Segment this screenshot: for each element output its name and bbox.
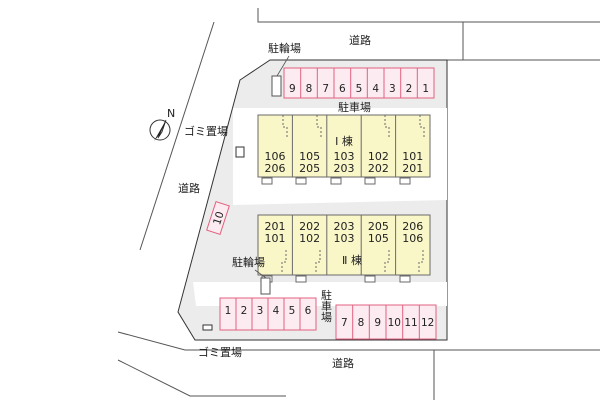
parking-space: 3 <box>257 305 264 317</box>
unit-number: 102 <box>368 150 389 163</box>
parking-space: 8 <box>358 317 365 329</box>
building-2: 201 101 202 102 203 103 205 105 206 106 … <box>257 214 431 283</box>
unit-number: 206 <box>402 220 423 233</box>
garbage-label-west: ゴミ置場 <box>184 124 228 138</box>
unit-number: 101 <box>265 232 286 245</box>
bike-parking-label-south: 駐輪場 <box>232 255 265 269</box>
parking-space: 10 <box>211 210 227 226</box>
bike-parking-label-north: 駐輪場 <box>268 41 301 55</box>
parking-space: 6 <box>339 83 346 95</box>
parking-space: 5 <box>356 83 363 95</box>
unit-number: 205 <box>368 220 389 233</box>
parking-space: 4 <box>372 83 379 95</box>
garbage-label-south: ゴミ置場 <box>198 345 242 359</box>
parking-space: 3 <box>389 83 396 95</box>
unit-number: 206 <box>265 162 286 175</box>
north-arrow-icon: N <box>149 107 175 141</box>
garbage-bin-south <box>202 324 213 331</box>
parking-space: 7 <box>322 83 329 95</box>
parking-space: 10 <box>388 317 401 329</box>
parking-row-south-right: 7 8 9 10 11 12 <box>335 304 437 340</box>
parking-space: 1 <box>422 83 429 95</box>
road-label-south: 道路 <box>332 356 354 370</box>
unit-number: 202 <box>368 162 389 175</box>
parking-space: 9 <box>289 83 296 95</box>
unit-number: 106 <box>265 150 286 163</box>
road-label-west: 道路 <box>178 181 200 195</box>
road-south <box>117 331 600 400</box>
parking-space-west: 10 <box>206 200 230 236</box>
parking-space: 5 <box>289 305 296 317</box>
building-2-name: Ⅱ 棟 <box>342 253 362 267</box>
leader-line <box>254 269 267 279</box>
bike-rack-south <box>260 277 271 295</box>
unit-number: 203 <box>334 162 355 175</box>
unit-number: 201 <box>402 162 423 175</box>
garbage-bin-west <box>235 146 245 158</box>
road-label-north: 道路 <box>349 33 371 47</box>
parking-row-north: 9 8 7 6 5 4 3 2 1 <box>283 67 435 99</box>
parking-space: 6 <box>305 305 312 317</box>
leader-line <box>276 55 290 77</box>
parking-space: 4 <box>273 305 280 317</box>
unit-number: 202 <box>299 220 320 233</box>
parking-space: 7 <box>341 317 348 329</box>
compass-n-label: N <box>167 107 175 120</box>
building-1: Ⅰ 棟 106 206 105 205 103 203 102 202 101 … <box>257 114 431 185</box>
unit-number: 105 <box>368 232 389 245</box>
parking-row-south-left: 1 2 3 4 5 6 <box>219 297 317 331</box>
unit-number: 102 <box>299 232 320 245</box>
unit-number: 203 <box>334 220 355 233</box>
unit-number: 205 <box>299 162 320 175</box>
parking-label-south: 駐車場 <box>320 288 333 323</box>
bike-rack-north <box>271 75 282 97</box>
parking-space: 1 <box>225 305 232 317</box>
parking-space: 12 <box>421 317 434 329</box>
unit-number: 201 <box>265 220 286 233</box>
parking-label-north: 駐車場 <box>338 100 371 114</box>
building-1-name: Ⅰ 棟 <box>335 134 353 148</box>
unit-number: 103 <box>334 150 355 163</box>
road-north <box>257 8 600 61</box>
road-west <box>139 21 215 251</box>
unit-number: 105 <box>299 150 320 163</box>
unit-number: 103 <box>334 232 355 245</box>
unit-number: 106 <box>402 232 423 245</box>
parking-space: 2 <box>406 83 413 95</box>
parking-space: 11 <box>404 317 417 329</box>
parking-space: 9 <box>374 317 381 329</box>
parking-space: 8 <box>306 83 313 95</box>
unit-number: 101 <box>402 150 423 163</box>
parking-space: 2 <box>241 305 248 317</box>
